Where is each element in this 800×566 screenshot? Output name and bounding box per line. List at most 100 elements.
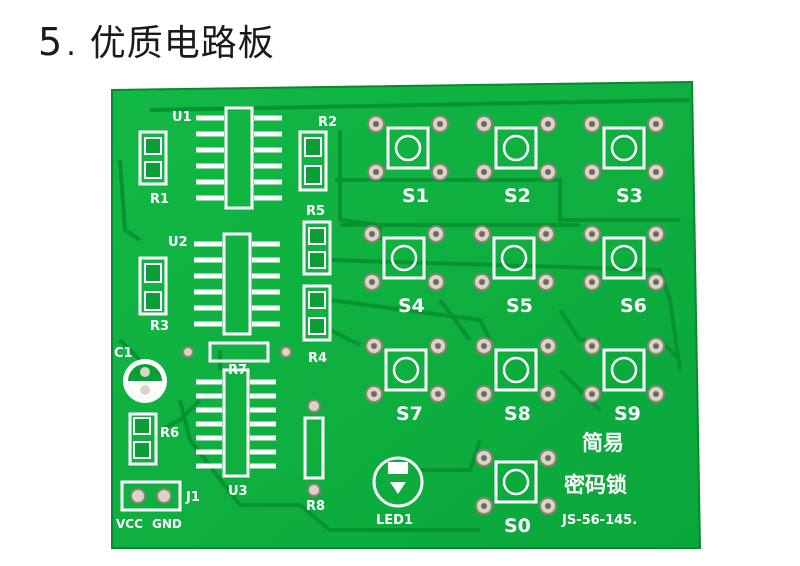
switch-pad-hole <box>653 279 659 285</box>
led1-outline <box>372 456 424 508</box>
silkscreen-lines <box>120 106 424 512</box>
label-r5: R5 <box>306 204 325 219</box>
label-s8: S8 <box>504 403 531 425</box>
switch-pad-hole <box>435 343 441 349</box>
switch-pad-hole <box>545 169 551 175</box>
switch-s2 <box>475 115 557 181</box>
label-s4: S4 <box>398 295 425 317</box>
switch-pad-hole <box>481 391 487 397</box>
switch-pad-hole <box>481 503 487 509</box>
switch-s1 <box>367 115 449 181</box>
switch-pad-hole <box>653 231 659 237</box>
page-heading: 5 . 优质电路板 <box>38 14 275 64</box>
switch-pad-hole <box>589 343 595 349</box>
switch-pad-hole <box>433 231 439 237</box>
switch-pad-hole <box>589 121 595 127</box>
led1-body <box>388 462 408 494</box>
switch-pad-hole <box>479 279 485 285</box>
u3-outline <box>222 368 250 478</box>
switch-s4 <box>363 225 445 291</box>
label-r4: R4 <box>308 351 327 366</box>
switch-pad-hole <box>589 391 595 397</box>
label-s1: S1 <box>402 185 429 207</box>
ic-pins <box>194 115 282 469</box>
label-r7: R7 <box>228 363 247 378</box>
r8-outline <box>303 416 325 480</box>
switch-pad-hole <box>479 231 485 237</box>
switch-pad-hole <box>369 231 375 237</box>
push-switches <box>363 115 665 515</box>
label-r6: R6 <box>160 426 179 441</box>
switch-pad-hole <box>373 169 379 175</box>
switch-pad-hole <box>545 391 551 397</box>
label-r2: R2 <box>318 115 337 130</box>
switch-s6 <box>583 225 665 291</box>
j1-outline <box>120 480 182 512</box>
label-s9: S9 <box>614 403 641 425</box>
switch-pad-hole <box>371 391 377 397</box>
heading-number: 5 <box>38 20 63 64</box>
switch-pad-hole <box>481 455 487 461</box>
switch-pad-hole <box>369 279 375 285</box>
heading-separator: . <box>66 28 76 63</box>
switch-pad-hole <box>437 121 443 127</box>
label-model: JS-56-145. <box>561 513 637 528</box>
label-gnd: GND <box>152 517 182 531</box>
silkscreen-text: U1 U2 U3 R1 R2 R3 R4 R5 R6 R7 R8 C1 J1 L… <box>114 110 647 537</box>
switch-pad-hole <box>437 169 443 175</box>
label-j1: J1 <box>185 490 200 505</box>
label-u2: U2 <box>168 235 188 250</box>
r7-outline <box>208 341 270 363</box>
label-s5: S5 <box>506 295 533 317</box>
label-led1: LED1 <box>376 513 413 528</box>
switch-pad-hole <box>435 391 441 397</box>
switch-s8 <box>475 337 557 403</box>
u2-outline <box>222 232 252 336</box>
switch-s7 <box>365 337 447 403</box>
switch-pad-hole <box>543 231 549 237</box>
switch-s0 <box>475 449 557 515</box>
label-u1: U1 <box>172 110 192 125</box>
switch-pad-hole <box>653 121 659 127</box>
switch-pad-hole <box>371 343 377 349</box>
switch-pad-hole <box>589 231 595 237</box>
switch-pad-hole <box>589 279 595 285</box>
label-product-line1: 简易 <box>582 431 624 455</box>
smd-pads <box>128 130 332 466</box>
u1-outline <box>224 106 254 210</box>
label-vcc: VCC <box>116 517 143 531</box>
switch-pad-hole <box>545 121 551 127</box>
j1-pins <box>130 488 172 504</box>
switch-pad-hole <box>653 169 659 175</box>
label-s3: S3 <box>616 185 643 207</box>
switch-pad-hole <box>653 391 659 397</box>
switch-pad-hole <box>481 121 487 127</box>
label-s7: S7 <box>396 403 423 425</box>
switch-pad-hole <box>589 169 595 175</box>
switch-pad-hole <box>545 503 551 509</box>
label-product-line2: 密码锁 <box>564 473 627 497</box>
switch-pad-hole <box>653 343 659 349</box>
label-c1: C1 <box>114 346 133 361</box>
label-r8: R8 <box>306 499 325 514</box>
switch-pad-hole <box>481 343 487 349</box>
switch-s3 <box>583 115 665 181</box>
switch-s5 <box>473 225 555 291</box>
switch-pad-hole <box>481 169 487 175</box>
heading-title: 优质电路板 <box>89 23 275 64</box>
switch-pad-hole <box>433 279 439 285</box>
label-u3: U3 <box>228 484 248 499</box>
label-s0: S0 <box>504 515 531 537</box>
switch-pad-hole <box>545 343 551 349</box>
label-r1: R1 <box>150 192 169 207</box>
label-s6: S6 <box>620 295 647 317</box>
switch-pad-hole <box>543 279 549 285</box>
pcb-traces <box>118 98 691 532</box>
switch-pad-hole <box>545 455 551 461</box>
c1-capacitor <box>123 359 167 403</box>
label-s2: S2 <box>504 185 531 207</box>
label-r3: R3 <box>150 319 169 334</box>
switch-s9 <box>583 337 665 403</box>
switch-pad-hole <box>373 121 379 127</box>
